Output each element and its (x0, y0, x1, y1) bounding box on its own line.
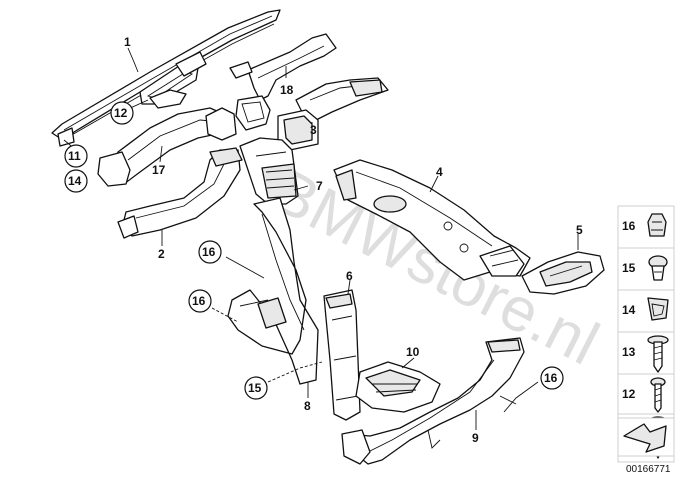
part-2-floor-duct (117, 147, 243, 239)
part-6-center-duct (323, 289, 361, 421)
callout-1: 1 (124, 35, 131, 49)
callout-6: 6 (346, 269, 353, 283)
callout-17: 17 (152, 163, 166, 177)
panel-label-12: 12 (622, 387, 636, 401)
panel-label-15: 15 (622, 261, 636, 275)
spring-nut-icon (647, 297, 669, 321)
panel-label-16: 16 (622, 219, 636, 233)
callout-8: 8 (304, 399, 311, 413)
callout-4: 4 (436, 165, 443, 179)
fastener-panel: 16 15 14 13 12 (617, 205, 675, 463)
bolt-icon (650, 377, 666, 413)
part-5-bracket (521, 251, 605, 295)
part-3-vent-channel (277, 77, 389, 151)
panel-label-14: 14 (622, 303, 636, 317)
callout-10: 10 (406, 345, 420, 359)
part-10-rear-duct (355, 361, 441, 413)
callout-14: 14 (68, 174, 82, 188)
part-9-floor-duct (341, 337, 525, 465)
callout-16-b: 16 (192, 294, 206, 308)
callout-5: 5 (576, 223, 583, 237)
screw-washer-icon (647, 335, 669, 373)
callout-3: 3 (310, 123, 317, 137)
callout-16-a: 16 (202, 245, 216, 259)
callout-7: 7 (316, 179, 323, 193)
nut-cap-icon (647, 213, 667, 237)
part-8-center-duct (227, 197, 319, 385)
part-17-left-duct (97, 89, 237, 187)
callout-16-c: 16 (544, 371, 558, 385)
part-4-center-duct (333, 159, 531, 281)
callout-9: 9 (472, 431, 479, 445)
callout-15: 15 (248, 381, 262, 395)
callout-2: 2 (158, 247, 165, 261)
direction-arrow-icon (617, 417, 675, 457)
part-7-vent-duct (239, 137, 299, 205)
callout-12: 12 (114, 106, 128, 120)
part-1-dashboard-duct (51, 9, 281, 147)
leader-lines (63, 47, 579, 430)
panel-label-13: 13 (622, 345, 636, 359)
callout-11: 11 (68, 149, 81, 163)
part-18-upper-duct (229, 33, 337, 131)
document-number: 00166771 (626, 464, 671, 475)
callouts: 1 12 11 14 17 2 18 3 7 4 5 6 10 8 9 16 1… (64, 35, 583, 445)
plug-clip-icon (648, 255, 668, 281)
callout-18: 18 (280, 83, 294, 97)
